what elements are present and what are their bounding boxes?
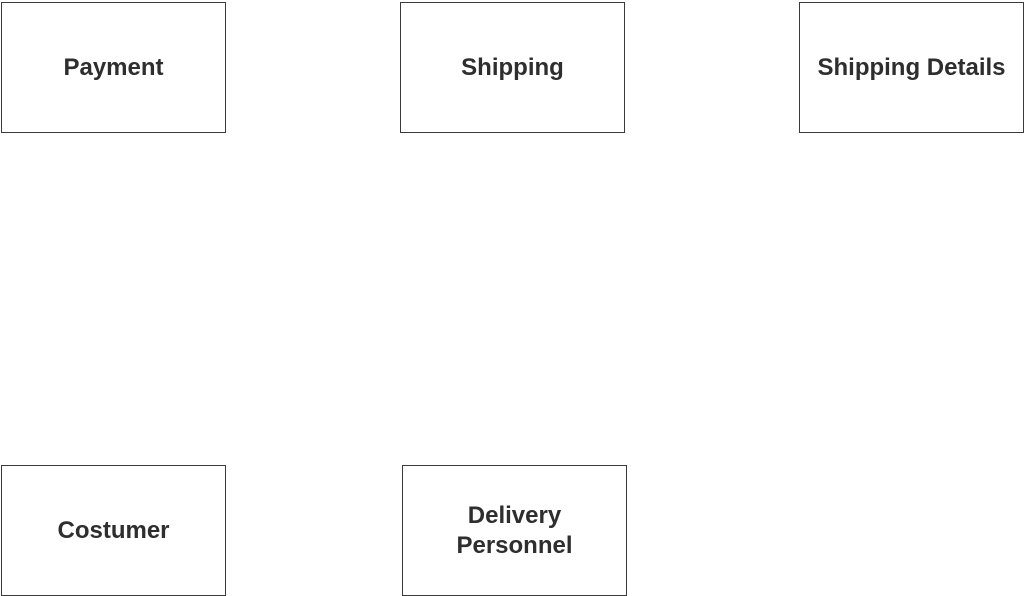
entity-label-shipping: Shipping xyxy=(461,53,564,81)
entity-box-shipping[interactable]: Shipping xyxy=(400,2,625,133)
entity-label-costumer: Costumer xyxy=(57,516,170,544)
entity-label-shipping-details: Shipping Details xyxy=(817,53,1006,81)
entity-box-costumer[interactable]: Costumer xyxy=(1,465,226,596)
entity-box-delivery-personnel[interactable]: Delivery Personnel xyxy=(402,465,627,596)
entity-box-shipping-details[interactable]: Shipping Details xyxy=(799,2,1024,133)
entity-box-payment[interactable]: Payment xyxy=(1,2,226,133)
entity-label-delivery-personnel: Delivery Personnel xyxy=(456,501,573,559)
entity-label-payment: Payment xyxy=(63,53,164,81)
